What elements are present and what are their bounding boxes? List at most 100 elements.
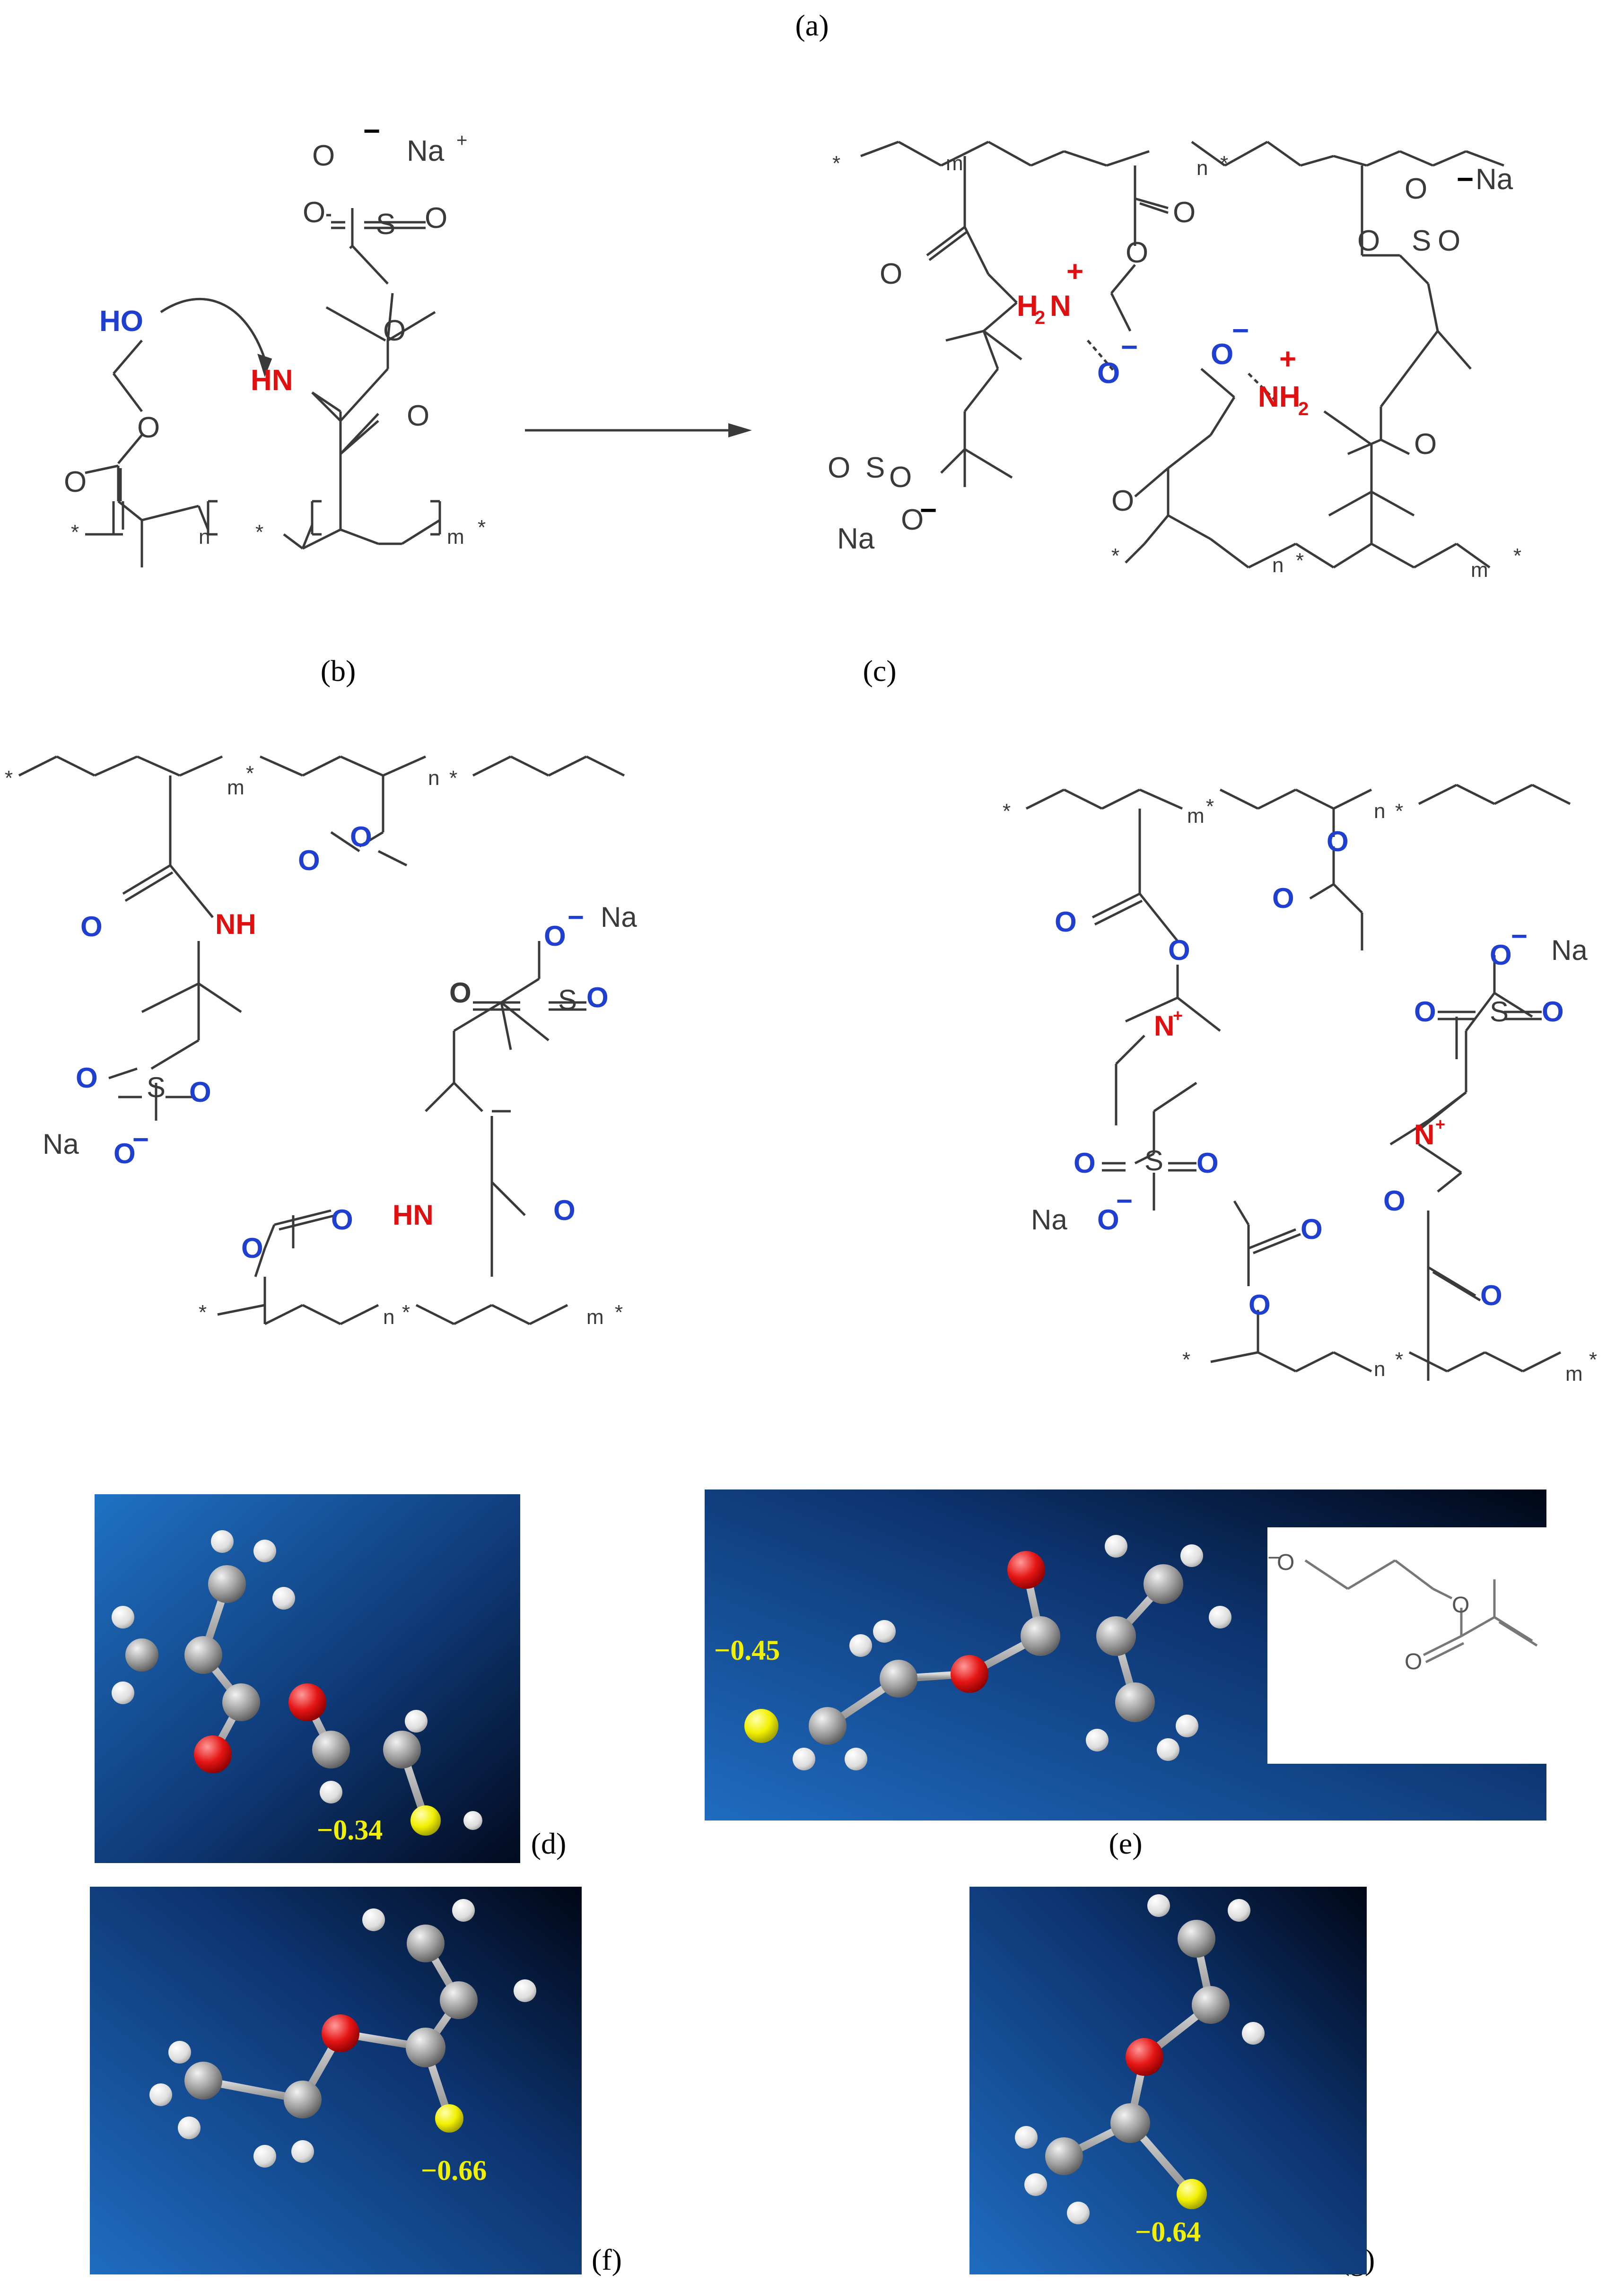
svg-text:O: O bbox=[1249, 1289, 1271, 1321]
atom-carbon bbox=[407, 1925, 445, 1962]
atom-oxygen bbox=[1126, 2038, 1163, 2076]
panel-d-background bbox=[95, 1494, 520, 1863]
atom-oxygen bbox=[1007, 1551, 1045, 1589]
svg-text:+: + bbox=[1435, 1115, 1445, 1134]
panel-e: −0.45 O − O O bbox=[705, 1490, 1546, 1821]
atom-hydrogen bbox=[1242, 2022, 1265, 2045]
panel-label-b: (b) bbox=[321, 654, 356, 688]
svg-text:−: − bbox=[920, 494, 937, 527]
atom-hydrogen bbox=[1024, 2173, 1047, 2196]
atom-carbon bbox=[1110, 2103, 1150, 2143]
svg-text:O: O bbox=[425, 202, 447, 235]
svg-text:O: O bbox=[1301, 1213, 1323, 1245]
svg-text:N: N bbox=[1154, 1010, 1174, 1042]
atom-carbon bbox=[1144, 1564, 1183, 1604]
svg-text:*: * bbox=[246, 762, 254, 785]
atom-carbon bbox=[440, 1981, 478, 2019]
atom-hydrogen bbox=[1180, 1544, 1203, 1567]
atom-hydrogen bbox=[1209, 1606, 1231, 1629]
svg-text:O: O bbox=[1272, 882, 1294, 914]
svg-text:*: * bbox=[5, 767, 13, 790]
svg-text:O: O bbox=[1405, 1649, 1422, 1674]
atom-oxygen bbox=[951, 1655, 988, 1693]
atom-hydrogen bbox=[211, 1530, 234, 1553]
svg-text:O: O bbox=[189, 1076, 211, 1108]
svg-text:O: O bbox=[1055, 906, 1077, 938]
svg-text:Na: Na bbox=[1031, 1204, 1067, 1236]
atom-sulfur bbox=[410, 1805, 441, 1836]
svg-text:*: * bbox=[832, 152, 840, 175]
atom-carbon bbox=[809, 1707, 847, 1745]
atom-carbon bbox=[284, 2081, 322, 2118]
svg-text:*: * bbox=[1395, 800, 1403, 823]
svg-text:*: * bbox=[1395, 1348, 1403, 1371]
panel-label-e: (e) bbox=[1109, 1827, 1142, 1860]
svg-text:O: O bbox=[1097, 357, 1120, 390]
atom-carbon bbox=[406, 2028, 445, 2067]
svg-text:*: * bbox=[71, 521, 79, 544]
svg-text:−: − bbox=[363, 115, 380, 148]
svg-text:S: S bbox=[376, 208, 395, 241]
svg-text:Na: Na bbox=[837, 523, 875, 555]
atom-carbon bbox=[184, 1636, 222, 1674]
svg-text:O: O bbox=[1097, 1204, 1119, 1236]
atom-hydrogen bbox=[112, 1681, 134, 1704]
atom-carbon bbox=[208, 1565, 246, 1603]
svg-text:O: O bbox=[1414, 428, 1437, 461]
svg-text:O: O bbox=[889, 461, 912, 494]
charge-label-d: −0.34 bbox=[317, 1814, 383, 1846]
panel-label-a: (a) bbox=[795, 9, 829, 42]
atom-hydrogen bbox=[873, 1620, 896, 1643]
atom-hydrogen bbox=[362, 1908, 385, 1931]
atom-hydrogen bbox=[1157, 1738, 1179, 1761]
svg-text:HN: HN bbox=[393, 1199, 434, 1231]
svg-text:O: O bbox=[80, 911, 103, 942]
svg-text:O: O bbox=[1383, 1185, 1406, 1217]
svg-text:S: S bbox=[1490, 996, 1509, 1028]
atom-hydrogen bbox=[253, 2145, 276, 2168]
svg-text:O: O bbox=[880, 258, 902, 290]
svg-text:O: O bbox=[64, 466, 87, 498]
svg-text:−: − bbox=[1232, 314, 1249, 347]
atom-hydrogen bbox=[291, 2140, 314, 2163]
svg-text:*: * bbox=[478, 516, 486, 539]
atom-hydrogen bbox=[514, 1979, 536, 2002]
atom-hydrogen bbox=[320, 1781, 342, 1803]
reaction-arrow bbox=[525, 423, 752, 437]
svg-text:S: S bbox=[1412, 225, 1431, 257]
svg-text:O: O bbox=[1074, 1147, 1096, 1179]
svg-text:−: − bbox=[1457, 163, 1474, 196]
svg-text:+: + bbox=[1279, 343, 1296, 375]
atom-carbon bbox=[1096, 1616, 1136, 1656]
svg-text:O: O bbox=[1542, 996, 1564, 1028]
svg-text:O: O bbox=[1438, 225, 1460, 257]
svg-text:O: O bbox=[241, 1232, 263, 1264]
atom-hydrogen bbox=[112, 1606, 134, 1629]
svg-text:O: O bbox=[137, 411, 160, 444]
atom-carbon bbox=[1115, 1682, 1155, 1722]
atom-carbon bbox=[222, 1683, 260, 1721]
atom-carbon bbox=[312, 1731, 350, 1768]
atom-sulfur bbox=[435, 2104, 463, 2133]
reactant-hetero-labels: HO HN − + bbox=[99, 115, 467, 397]
svg-text:S: S bbox=[147, 1071, 166, 1103]
structure-c bbox=[1025, 784, 1571, 1381]
structure-c-labels: O O N + O O O − Na O O S N + O O O O S O… bbox=[1003, 795, 1597, 1385]
svg-text:n: n bbox=[1374, 800, 1385, 823]
svg-text:N: N bbox=[1414, 1119, 1434, 1150]
atom-oxygen bbox=[322, 2014, 359, 2052]
svg-text:Na: Na bbox=[601, 901, 637, 933]
svg-text:O: O bbox=[553, 1194, 576, 1226]
svg-text:*: * bbox=[1296, 549, 1304, 572]
svg-text:N: N bbox=[1050, 290, 1071, 322]
atom-hydrogen bbox=[849, 1634, 872, 1657]
svg-text:*: * bbox=[1220, 152, 1228, 175]
svg-text:n: n bbox=[1374, 1358, 1385, 1381]
svg-text:*: * bbox=[1513, 544, 1521, 567]
svg-text:−: − bbox=[1511, 920, 1528, 952]
svg-text:n: n bbox=[383, 1306, 394, 1329]
atom-sulfur bbox=[744, 1709, 778, 1743]
atom-hydrogen bbox=[253, 1540, 276, 1562]
svg-text:*: * bbox=[1003, 800, 1011, 823]
